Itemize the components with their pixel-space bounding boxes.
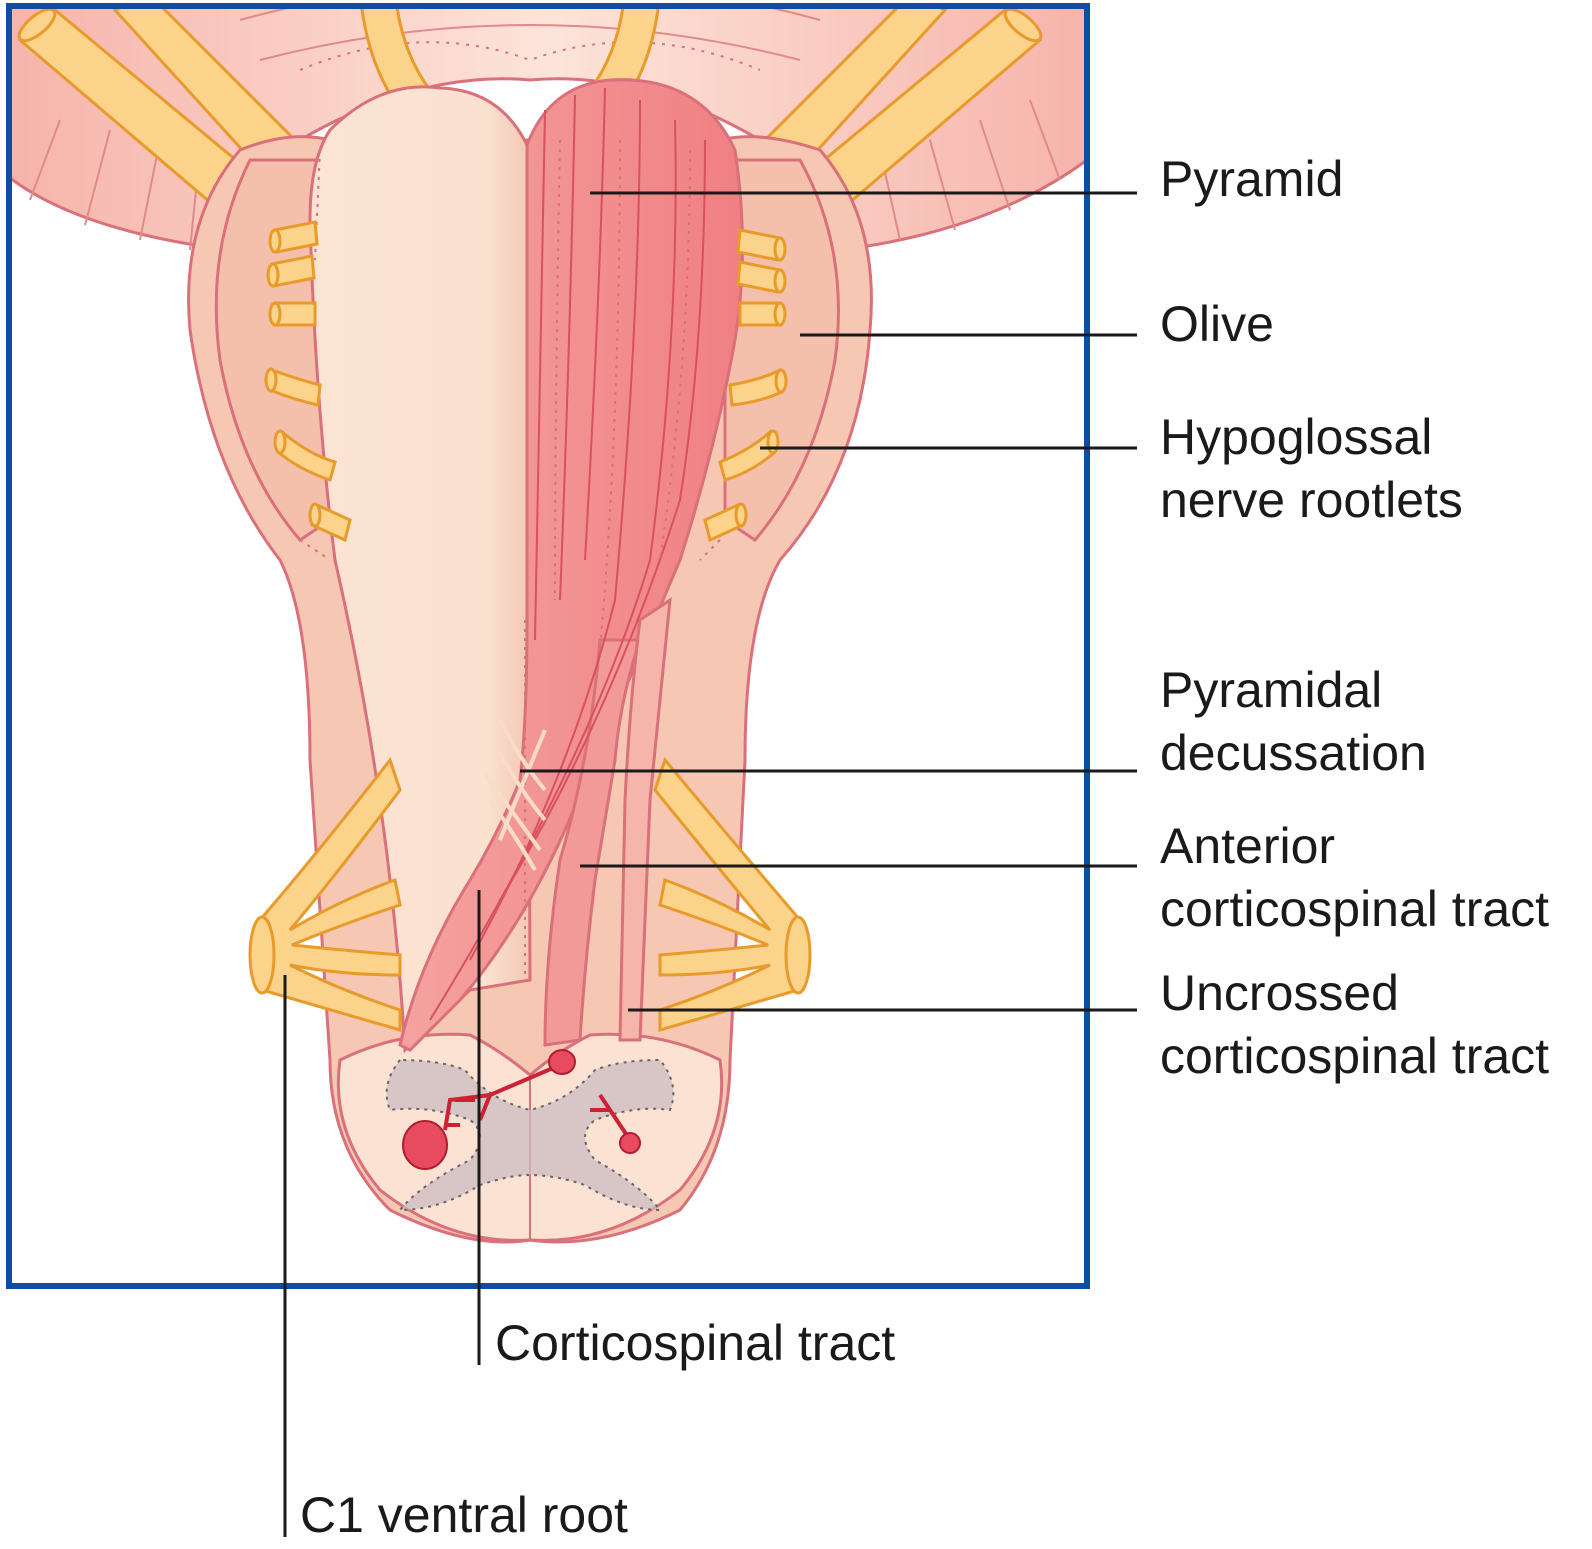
spinal-neurons — [402, 1049, 641, 1170]
label-hypoglossal-line2: nerve rootlets — [1160, 472, 1463, 528]
labels: Pyramid Olive Hypoglossal nerve rootlets… — [300, 151, 1549, 1543]
neuron-medial — [548, 1049, 576, 1075]
label-c1-ventral-root: C1 ventral root — [300, 1487, 628, 1543]
label-decussation-line1: Pyramidal — [1160, 662, 1382, 718]
decussation-crossing-fibers — [483, 719, 547, 871]
neuron-large — [402, 1120, 448, 1170]
anterior-tract — [543, 638, 643, 1047]
pyramid-fibers — [429, 87, 706, 1021]
label-decussation-line2: decussation — [1160, 725, 1427, 781]
brainstem-illustration — [9, 6, 1087, 1244]
label-corticospinal-tract: Corticospinal tract — [495, 1315, 895, 1371]
label-uncrossed-line2: corticospinal tract — [1160, 1028, 1549, 1084]
label-hypoglossal-line1: Hypoglossal — [1160, 409, 1432, 465]
lateral-uncrossed-tract — [618, 596, 672, 1042]
nerve-stub-ends — [17, 7, 1043, 43]
figure-frame — [6, 3, 1090, 1289]
c1-ventral-root-left — [248, 756, 402, 1032]
label-anterior-line2: corticospinal tract — [1160, 881, 1549, 937]
neuron-right — [619, 1132, 641, 1154]
pyramid-left — [308, 85, 532, 1054]
c1-ventral-root-right — [653, 756, 812, 1032]
label-anterior-line1: Anterior — [1160, 818, 1335, 874]
leader-lines — [283, 191, 1137, 1537]
label-olive: Olive — [1160, 296, 1274, 352]
hypoglossal-rootlets — [268, 220, 784, 543]
label-pyramid: Pyramid — [1160, 151, 1343, 207]
label-uncrossed-line1: Uncrossed — [1160, 965, 1399, 1021]
